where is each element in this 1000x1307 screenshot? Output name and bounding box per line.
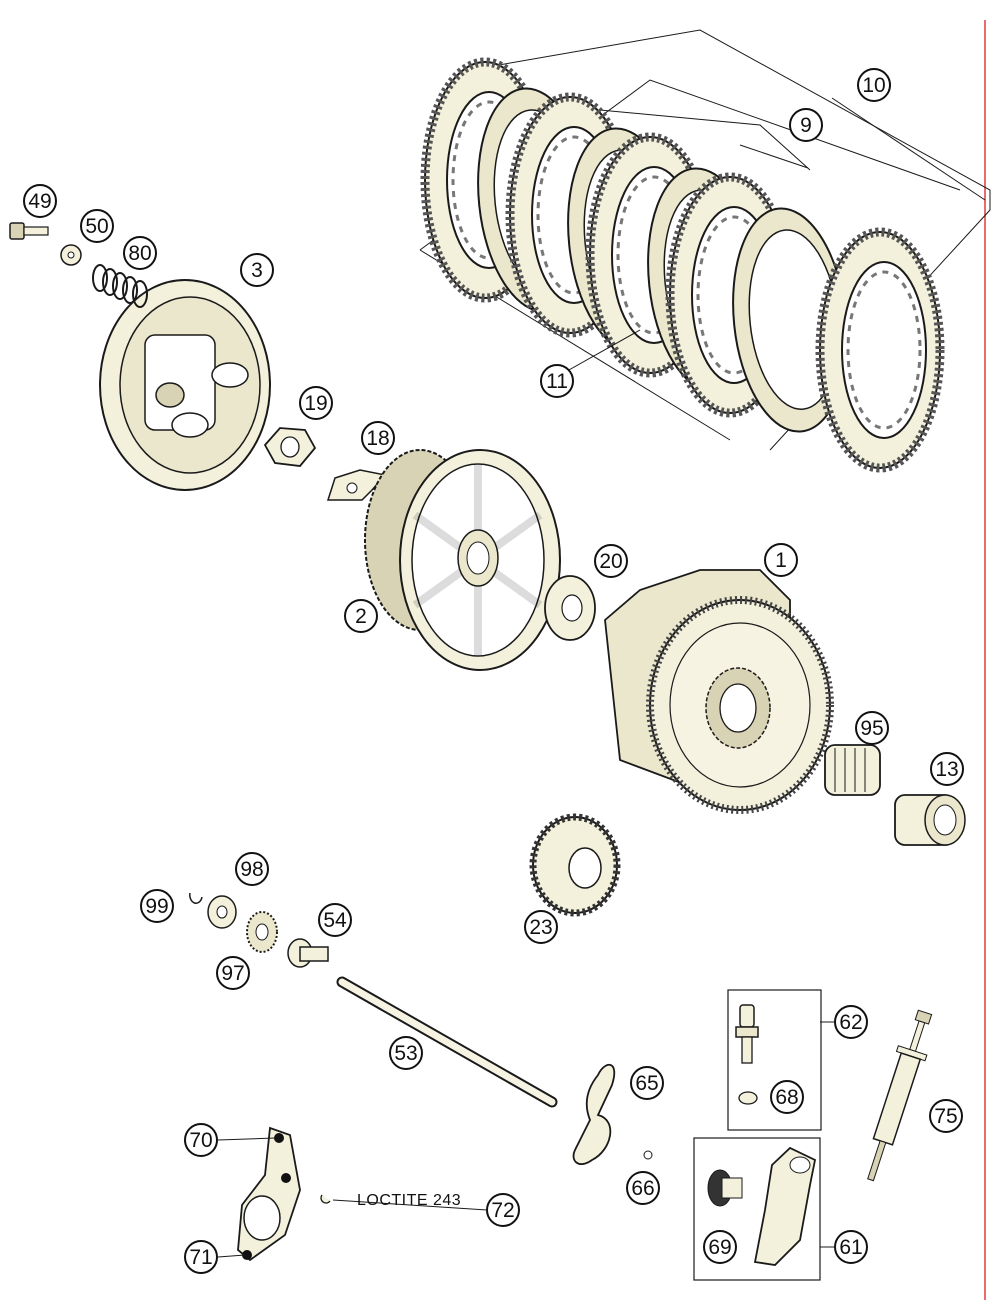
primary-gear [529,813,621,917]
callout-50: 50 [80,209,114,243]
callout-69-text: 69 [708,1236,731,1259]
callout-75-text: 75 [934,1105,957,1128]
callout-75: 75 [929,1099,963,1133]
callout-97-text: 97 [221,962,244,985]
callout-98-text: 98 [240,858,263,881]
callout-68: 68 [770,1080,804,1114]
callout-61: 61 [834,1230,868,1264]
callout-11: 11 [540,364,574,398]
callout-10: 10 [857,68,891,102]
ball [643,1150,653,1160]
callout-13-text: 13 [935,758,958,781]
callout-13: 13 [930,752,964,786]
callout-66: 66 [626,1171,660,1205]
callout-49: 49 [23,184,57,218]
callout-9: 9 [789,108,823,142]
callout-labels: 1 2 3 9 10 11 13 18 19 20 23 49 50 53 54… [23,68,964,1274]
pressure-plate [99,279,271,491]
callout-23-text: 23 [529,916,552,939]
inner-hub [364,449,561,671]
callout-18-text: 18 [366,427,389,450]
callout-1-text: 1 [775,549,787,572]
callout-2: 2 [344,599,378,633]
friction-disc [820,232,940,468]
piston-seal [707,1169,743,1207]
spring [92,264,148,308]
callout-50-text: 50 [85,215,108,238]
callout-3-text: 3 [251,259,263,282]
screw-pin [320,1194,331,1204]
callout-65-text: 65 [635,1072,658,1095]
callout-49-text: 49 [28,190,51,213]
callout-9-text: 9 [800,114,812,137]
slave-cylinder [753,1146,817,1266]
callout-53: 53 [389,1036,423,1070]
callout-19-text: 19 [304,392,327,415]
callout-10-text: 10 [862,74,885,97]
callout-99-text: 99 [145,895,168,918]
callout-68-text: 68 [775,1086,798,1109]
needle-bearing [824,744,881,796]
slave-cylinder-box [693,1137,821,1281]
callout-23: 23 [524,910,558,944]
callout-71-text: 71 [189,1246,212,1269]
callout-2-text: 2 [355,605,367,628]
callout-20-text: 20 [599,550,622,573]
callout-70: 70 [184,1123,218,1157]
bushing [894,794,966,846]
bleed-syringe [867,1009,933,1182]
callout-3: 3 [240,253,274,287]
callout-54: 54 [318,903,352,937]
callout-1: 1 [764,543,798,577]
callout-70-text: 70 [189,1129,212,1152]
callout-62: 62 [834,1005,868,1039]
callout-18: 18 [361,421,395,455]
callout-80-text: 80 [128,242,151,265]
callout-97: 97 [216,956,250,990]
callout-20: 20 [594,544,628,578]
bracket [237,1126,301,1262]
callout-95: 95 [855,711,889,745]
callout-72-text: 72 [491,1199,514,1222]
screw [9,222,49,240]
callout-62-text: 62 [839,1011,862,1034]
bleed-screw [735,1004,759,1064]
sealing-ring [738,1091,758,1105]
bleed-kit-box [727,989,822,1131]
callout-71: 71 [184,1240,218,1274]
callout-72: 72 [486,1193,520,1227]
callout-95-text: 95 [860,717,883,740]
callout-99: 99 [140,889,174,923]
callout-11-text: 11 [546,370,568,393]
callout-65: 65 [630,1066,664,1100]
callout-80: 80 [123,236,157,270]
leader-lines [217,1021,834,1258]
callout-53-text: 53 [394,1042,417,1065]
clutch-disc-stack [419,29,991,468]
callout-54-text: 54 [323,909,347,932]
gasket [572,1064,616,1165]
pressure-piece [287,938,329,968]
callout-98: 98 [235,852,269,886]
callout-19: 19 [299,386,333,420]
loctite-note: LOCTITE 243 [357,1192,461,1209]
callout-61-text: 61 [839,1236,862,1259]
callout-66-text: 66 [631,1177,654,1200]
clutch-basket [604,569,834,814]
callout-69: 69 [703,1230,737,1264]
circlip [189,892,203,904]
